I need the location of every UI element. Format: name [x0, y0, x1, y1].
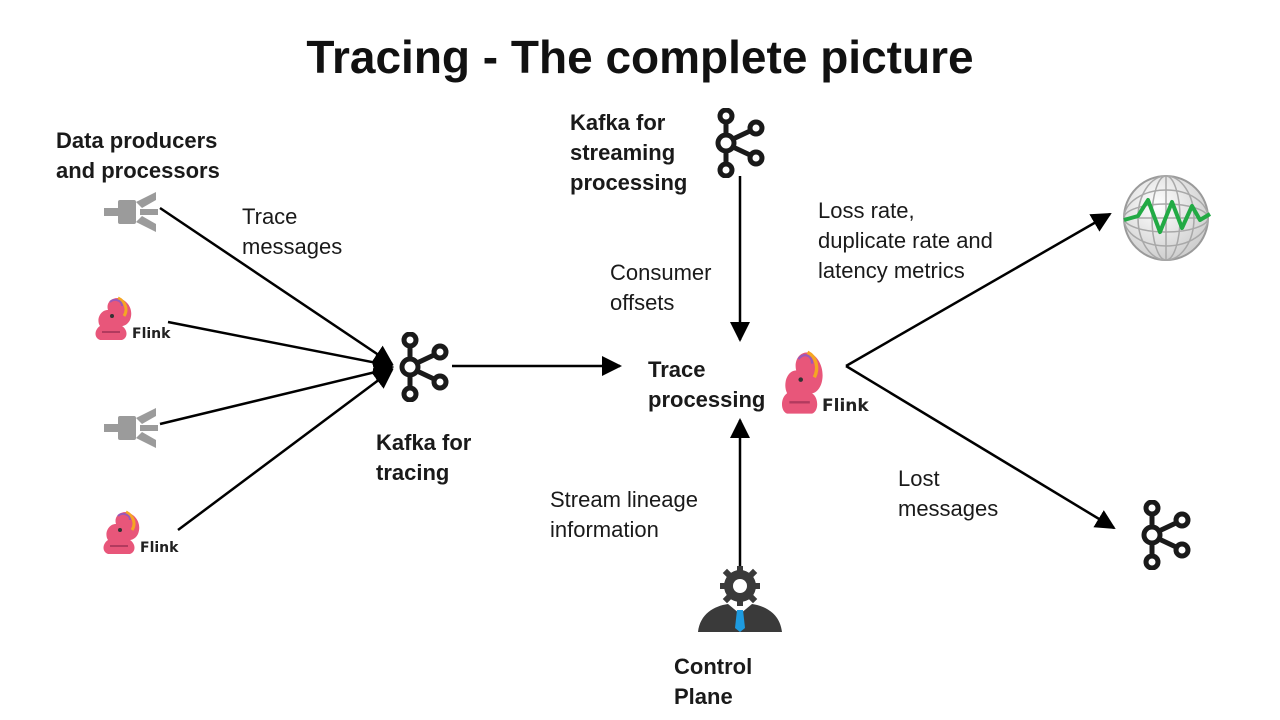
trace-processing-label: Trace processing: [648, 357, 766, 412]
metrics-label: Loss rate, duplicate rate and latency me…: [818, 198, 993, 283]
arrow-flink2-to-kafka: [177, 368, 394, 532]
arrow-to-metrics: [845, 212, 1112, 368]
slide-title: Tracing - The complete picture: [306, 31, 974, 83]
kafka-icon: [1141, 500, 1191, 570]
flink-logo-icon: Flink: [778, 350, 869, 420]
kafka-icon: [715, 108, 765, 178]
arrow-producer2-to-kafka: [159, 362, 394, 426]
stream-lineage-label: Stream lineage information: [550, 487, 698, 542]
flink-squirrel-icon: [95, 296, 132, 340]
globe-metrics-icon: [1123, 175, 1212, 261]
kafka-for-tracing-label: Kafka for tracing: [376, 430, 472, 485]
control-plane-label: Control Plane: [674, 654, 753, 709]
lost-messages-label: Lost messages: [898, 466, 999, 521]
flink-label: Flink: [140, 540, 179, 556]
flink-logo-icon: Flink: [92, 296, 172, 346]
flink-squirrel-icon: [781, 350, 823, 414]
trace-messages-label: Trace messages: [242, 204, 343, 259]
producers-label: Data producers and processors: [56, 128, 220, 183]
connector-icon: [104, 408, 158, 448]
arrow-to-lost-messages: [845, 364, 1116, 530]
kafka-for-streaming-label: Kafka for streaming processing: [570, 110, 688, 195]
arrow-producer1-to-kafka: [159, 206, 394, 366]
flink-label: Flink: [822, 396, 869, 416]
consumer-offsets-label: Consumer offsets: [610, 260, 712, 315]
arrow-flink1-to-kafka: [167, 320, 394, 373]
kafka-icon: [399, 332, 449, 402]
flink-squirrel-icon: [103, 510, 140, 554]
flink-logo-icon: Flink: [100, 510, 180, 560]
connector-icon: [104, 192, 158, 232]
flink-label: Flink: [132, 326, 171, 342]
operator-person-icon: [698, 566, 782, 632]
